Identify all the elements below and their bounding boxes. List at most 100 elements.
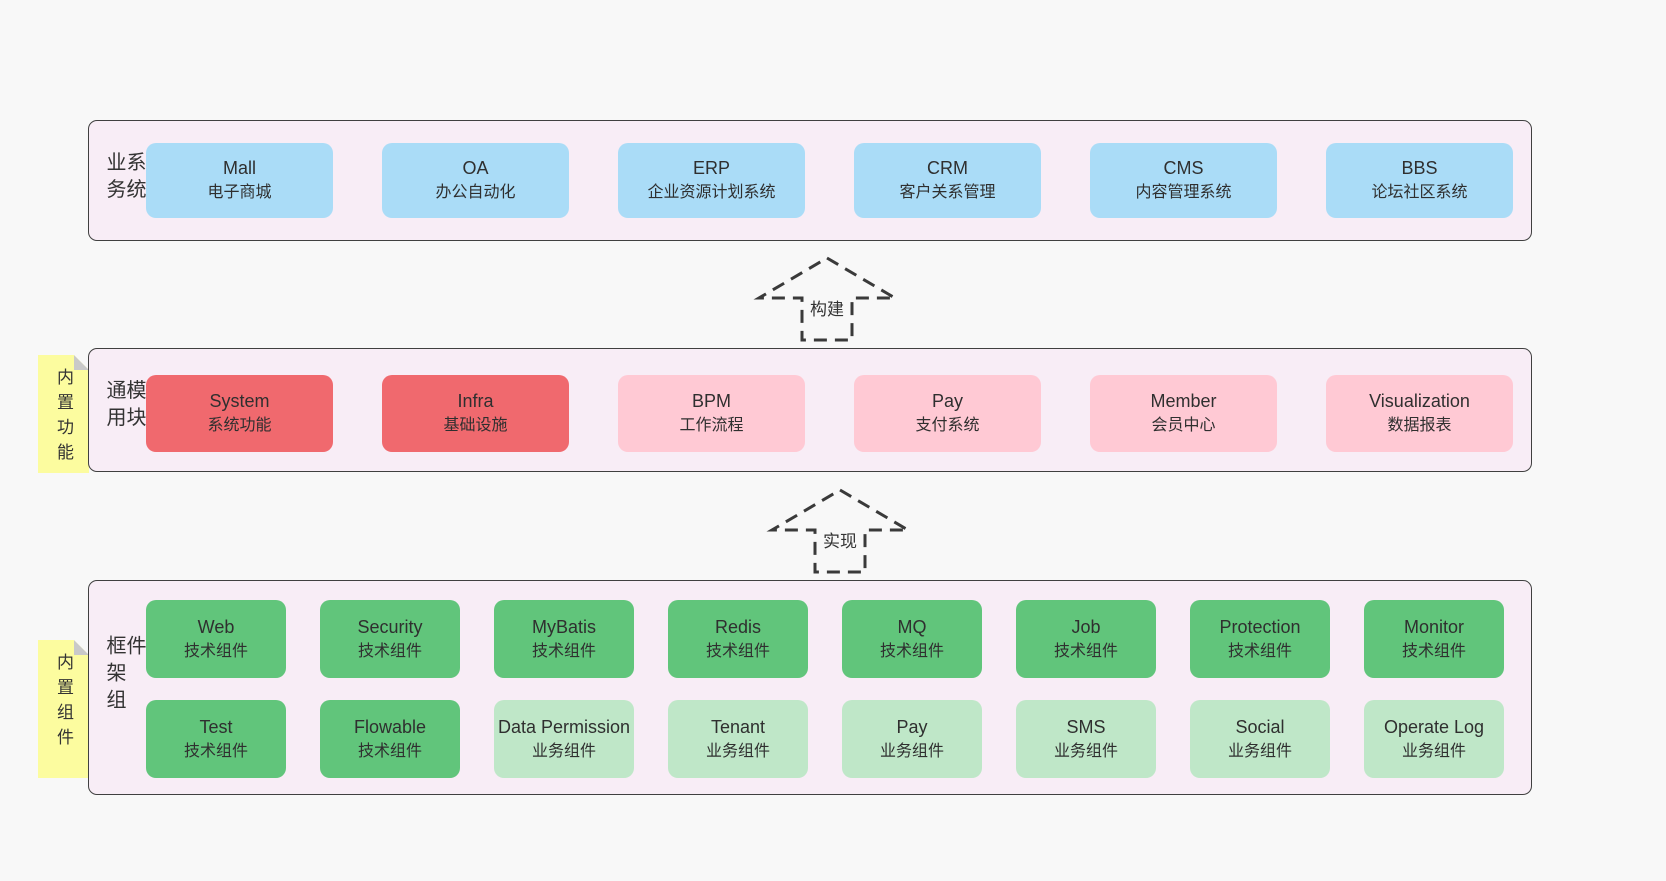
box-erp: ERP 企业资源计划系统 (618, 143, 805, 218)
box-redis: Redis 技术组件 (668, 600, 808, 678)
layer-common-modules: 通用模块 System 系统功能 Infra 基础设施 BPM 工作流程 Pay… (88, 348, 1532, 472)
box-subtitle: 论坛社区系统 (1371, 184, 1468, 201)
sticky-fold-corner (74, 640, 89, 655)
box-title: Flowable (353, 716, 427, 737)
box-subtitle: 技术组件 (879, 642, 944, 660)
box-subtitle: 工作流程 (679, 417, 744, 434)
layer-side-label: 框架组件 (103, 634, 145, 716)
box-title: Protection (1219, 616, 1301, 637)
box-social: Social 业务组件 (1190, 700, 1330, 778)
box-title: BBS (1401, 158, 1438, 178)
box-subtitle: 业务组件 (1053, 742, 1118, 760)
box-system: System 系统功能 (146, 375, 333, 452)
box-subtitle: 支付系统 (915, 417, 980, 434)
box-title: Web (197, 616, 235, 637)
box-operate-log: Operate Log 业务组件 (1364, 700, 1504, 778)
arrow-build: 构建 (747, 255, 907, 343)
sticky-note-built-in-features: 内置功能 (38, 355, 89, 473)
box-pay: Pay 支付系统 (854, 375, 1041, 452)
box-mall: Mall 电子商城 (146, 143, 333, 218)
box-title: Tenant (710, 716, 766, 737)
layer-business-systems: 业务系统 Mall 电子商城 OA 办公自动化 ERP 企业资源计划系统 CRM… (88, 120, 1532, 241)
arrow-label: 构建 (806, 294, 848, 321)
box-subtitle: 电子商城 (207, 184, 272, 201)
sticky-note-built-in-components: 内置组件 (38, 640, 89, 778)
box-sms: SMS 业务组件 (1016, 700, 1156, 778)
box-title: System (209, 391, 270, 411)
layer-side-label: 业务系统 (103, 150, 145, 205)
box-subtitle: 会员中心 (1151, 417, 1216, 434)
box-title: ERP (692, 158, 730, 178)
box-tenant: Tenant 业务组件 (668, 700, 808, 778)
box-subtitle: 业务组件 (705, 742, 770, 760)
box-subtitle: 业务组件 (879, 742, 944, 760)
up-arrow-icon (766, 488, 914, 574)
box-title: Operate Log (1383, 716, 1485, 737)
box-title: OA (462, 158, 489, 178)
box-subtitle: 技术组件 (1053, 642, 1118, 660)
arrow-label: 实现 (819, 526, 861, 553)
box-pay-component: Pay 业务组件 (842, 700, 982, 778)
box-subtitle: 内容管理系统 (1135, 184, 1232, 201)
box-subtitle: 业务组件 (531, 742, 596, 760)
box-subtitle: 业务组件 (1227, 742, 1292, 760)
box-title: SMS (1066, 716, 1106, 737)
box-row: Web 技术组件 Security 技术组件 MyBatis 技术组件 Redi… (146, 600, 1504, 678)
box-title: Mall (222, 158, 256, 178)
box-bbs: BBS 论坛社区系统 (1326, 143, 1513, 218)
box-title: Infra (457, 391, 494, 411)
box-cms: CMS 内容管理系统 (1090, 143, 1277, 218)
box-row: Mall 电子商城 OA 办公自动化 ERP 企业资源计划系统 CRM 客户关系… (146, 143, 1513, 218)
box-subtitle: 技术组件 (357, 642, 422, 660)
box-data-permission: Data Permission 业务组件 (494, 700, 634, 778)
box-subtitle: 基础设施 (443, 417, 508, 434)
box-title: Member (1150, 391, 1217, 411)
box-crm: CRM 客户关系管理 (854, 143, 1041, 218)
box-title: Test (199, 716, 233, 737)
box-job: Job 技术组件 (1016, 600, 1156, 678)
sticky-note-text: 内置组件 (54, 653, 73, 753)
box-subtitle: 技术组件 (357, 742, 422, 760)
box-protection: Protection 技术组件 (1190, 600, 1330, 678)
box-security: Security 技术组件 (320, 600, 460, 678)
box-subtitle: 技术组件 (183, 642, 248, 660)
arrow-implement: 实现 (760, 487, 920, 575)
layer-side-label: 通用模块 (103, 379, 145, 434)
box-visualization: Visualization 数据报表 (1326, 375, 1513, 452)
box-title: Data Permission (497, 716, 631, 737)
layer-framework-components: 框架组件 Web 技术组件 Security 技术组件 MyBatis 技术组件… (88, 580, 1532, 795)
box-title: Security (357, 616, 423, 637)
box-title: Pay (931, 391, 964, 411)
box-subtitle: 系统功能 (207, 417, 272, 434)
box-row: Test 技术组件 Flowable 技术组件 Data Permission … (146, 700, 1504, 778)
box-mybatis: MyBatis 技术组件 (494, 600, 634, 678)
sticky-note-text: 内置功能 (54, 368, 73, 468)
box-subtitle: 技术组件 (183, 742, 248, 760)
box-title: Social (1235, 716, 1285, 737)
box-test: Test 技术组件 (146, 700, 286, 778)
box-mq: MQ 技术组件 (842, 600, 982, 678)
box-title: CRM (927, 158, 968, 178)
box-subtitle: 客户关系管理 (899, 184, 996, 201)
box-title: Pay (896, 716, 928, 737)
box-subtitle: 技术组件 (705, 642, 770, 660)
box-subtitle: 企业资源计划系统 (647, 184, 776, 201)
box-bpm: BPM 工作流程 (618, 375, 805, 452)
box-infra: Infra 基础设施 (382, 375, 569, 452)
box-title: Monitor (1403, 616, 1465, 637)
box-subtitle: 技术组件 (1227, 642, 1292, 660)
box-monitor: Monitor 技术组件 (1364, 600, 1504, 678)
box-title: MyBatis (531, 616, 596, 637)
box-subtitle: 技术组件 (531, 642, 596, 660)
box-title: Job (1071, 616, 1101, 637)
box-title: Visualization (1369, 391, 1470, 411)
box-row: System 系统功能 Infra 基础设施 BPM 工作流程 Pay 支付系统… (146, 375, 1513, 452)
box-oa: OA 办公自动化 (382, 143, 569, 218)
box-subtitle: 办公自动化 (435, 184, 516, 201)
up-arrow-icon (753, 256, 901, 342)
box-title: Redis (714, 616, 762, 637)
box-title: CMS (1163, 158, 1204, 178)
box-web: Web 技术组件 (146, 600, 286, 678)
box-subtitle: 数据报表 (1387, 417, 1452, 434)
